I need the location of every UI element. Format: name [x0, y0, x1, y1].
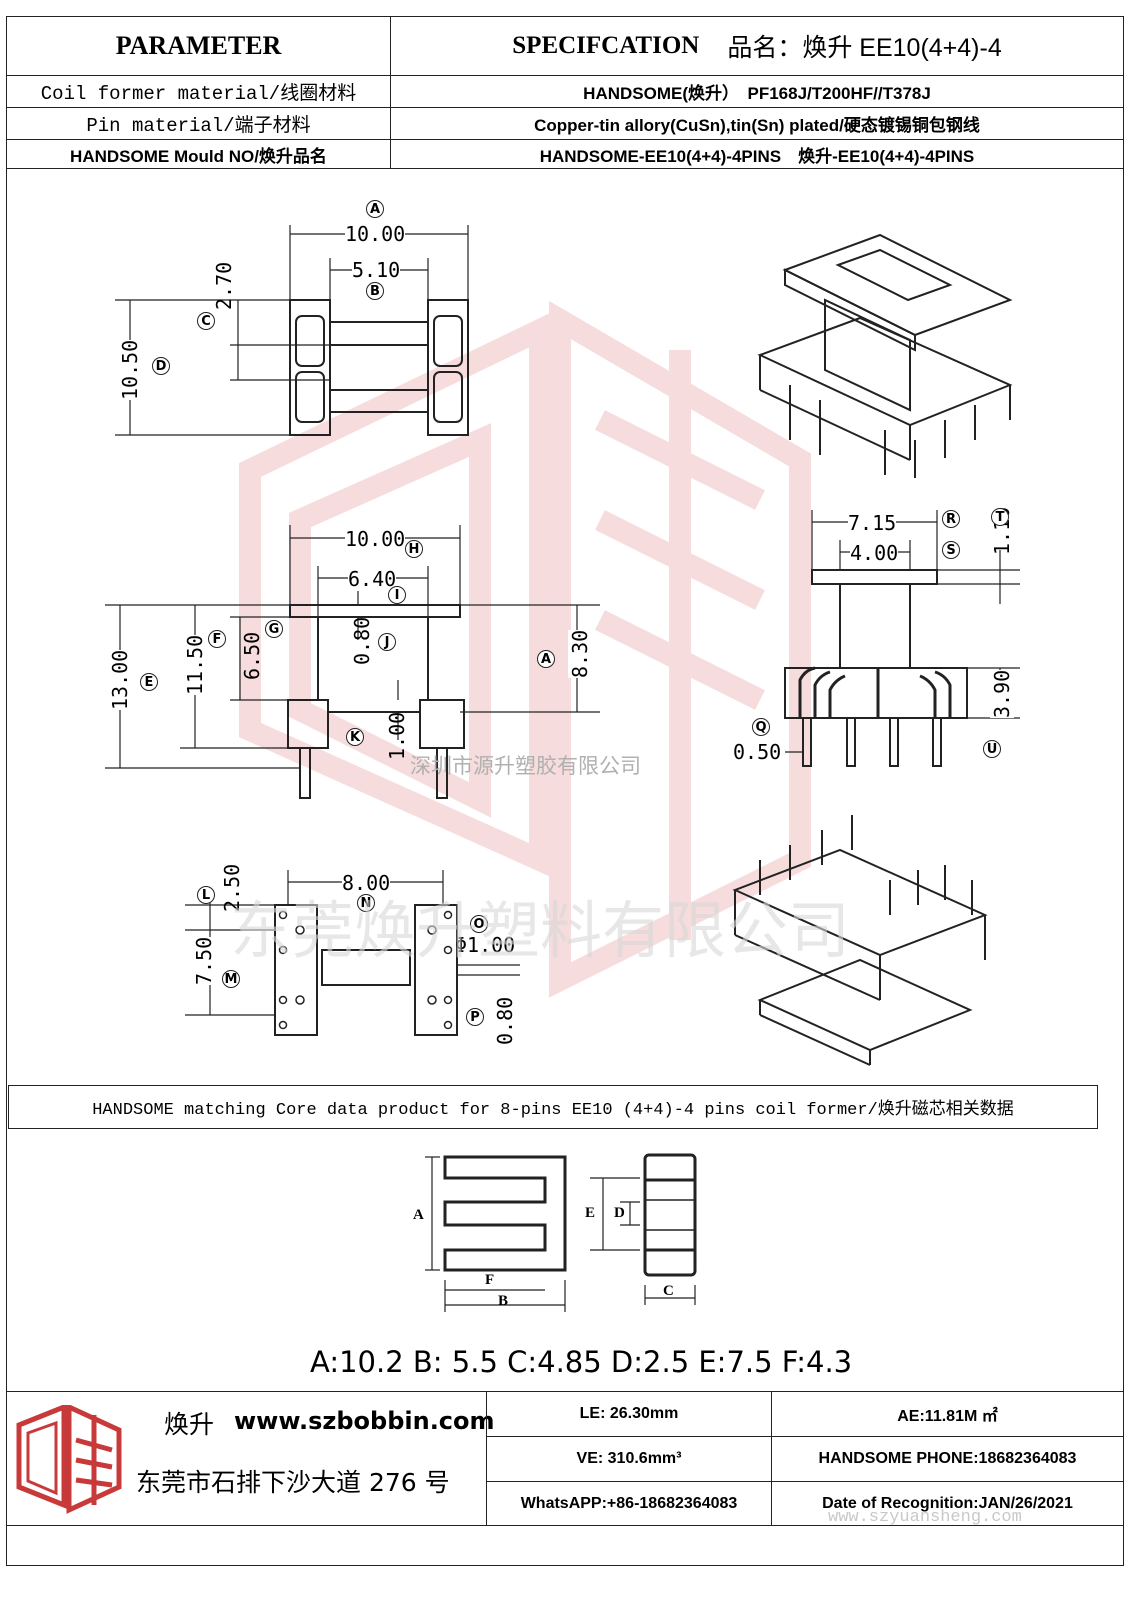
callout-S: S: [942, 541, 960, 559]
core-drawing: [425, 1153, 697, 1312]
dim-end-R-value: 7.15: [848, 511, 897, 535]
footer-address: 东莞市石排下沙大道 276 号: [136, 1468, 450, 1497]
core-label-D: D: [614, 1205, 625, 1221]
bottom-view: [185, 870, 520, 1036]
callout-J: J: [378, 633, 396, 651]
top-view: [115, 225, 469, 436]
callout-H: H: [405, 540, 423, 558]
footer-ae: AE:11.81M ㎡: [771, 1391, 1124, 1437]
callout-M: M: [222, 970, 240, 988]
core-label-F: F: [485, 1272, 495, 1288]
isometric-view-top: [757, 233, 1013, 478]
callout-I: I: [388, 586, 406, 604]
callout-R: R: [942, 510, 960, 528]
dim-top-B-value: 5.10: [352, 258, 401, 282]
callout-Q: Q: [752, 718, 770, 736]
callout-B: B: [366, 282, 384, 300]
product-name-label: 品名：: [727, 34, 803, 62]
callout-L: L: [197, 886, 215, 904]
side-view: [105, 525, 600, 799]
footer-brand-name: 焕升: [164, 1410, 215, 1439]
spec-sheet: PARAMETER SPECIFCATION 品名：焕升 EE10(4+4)-4…: [6, 16, 1124, 1586]
callout-O: O: [470, 915, 488, 933]
footer-website[interactable]: www.szbobbin.com: [234, 1407, 495, 1435]
callout-A-side: A: [537, 650, 555, 668]
footer-whatsapp: WhatsAPP:+86-18682364083: [486, 1481, 772, 1526]
callout-T: T: [991, 508, 1009, 526]
dim-end-S-value: 4.00: [850, 541, 899, 565]
core-section-title: HANDSOME matching Core data product for …: [8, 1085, 1098, 1129]
footer-ve: VE: 310.6mm³: [486, 1436, 772, 1482]
footer-phone: HANDSOME PHONE:18682364083: [771, 1436, 1124, 1482]
dim-bottom-N-value: 8.00: [342, 871, 391, 895]
callout-D: D: [152, 357, 170, 375]
product-name-group: 品名：焕升 EE10(4+4)-4: [727, 28, 1001, 64]
dim-end-Q-value: 0.50: [733, 740, 782, 764]
callout-N: N: [357, 894, 375, 912]
callout-E: E: [140, 673, 158, 691]
callout-C: C: [197, 312, 215, 330]
end-view: [784, 510, 1020, 767]
dim-bottom-O-value: Φ1.00: [455, 933, 515, 957]
company-logo: [16, 1405, 122, 1514]
core-label-A: A: [413, 1207, 424, 1223]
callout-A-top: A: [366, 200, 384, 218]
dim-side-H-value: 10.00: [345, 527, 406, 551]
footer-date: Date of Recognition:JAN/26/2021: [771, 1481, 1124, 1526]
dim-bottom-O-prefix: Φ: [455, 933, 468, 957]
footer: 焕升 www.szbobbin.com 东莞市石排下沙大道 276 号 LE: …: [6, 1391, 1124, 1526]
core-dimensions: A:10.2 B: 5.5 C:4.85 D:2.5 E:7.5 F:4.3: [310, 1345, 853, 1379]
callout-K: K: [346, 728, 364, 746]
core-label-C: C: [663, 1283, 674, 1299]
dim-top-A-value: 10.00: [345, 222, 406, 246]
product-name: 焕升 EE10(4+4)-4: [802, 34, 1002, 62]
footer-le: LE: 26.30mm: [486, 1391, 772, 1437]
dim-bottom-O-number: 1.00: [467, 933, 516, 957]
callout-U: U: [983, 740, 1001, 758]
core-label-E: E: [585, 1205, 596, 1221]
dim-side-I-value: 6.40: [348, 567, 397, 591]
specification-title: SPECIFCATION: [512, 32, 700, 59]
isometric-view-bottom: [732, 815, 988, 1066]
core-label-B: B: [498, 1293, 509, 1309]
callout-G: G: [265, 620, 283, 638]
callout-P: P: [466, 1008, 484, 1026]
callout-F: F: [208, 630, 226, 648]
drawing-area: [6, 168, 1124, 1566]
